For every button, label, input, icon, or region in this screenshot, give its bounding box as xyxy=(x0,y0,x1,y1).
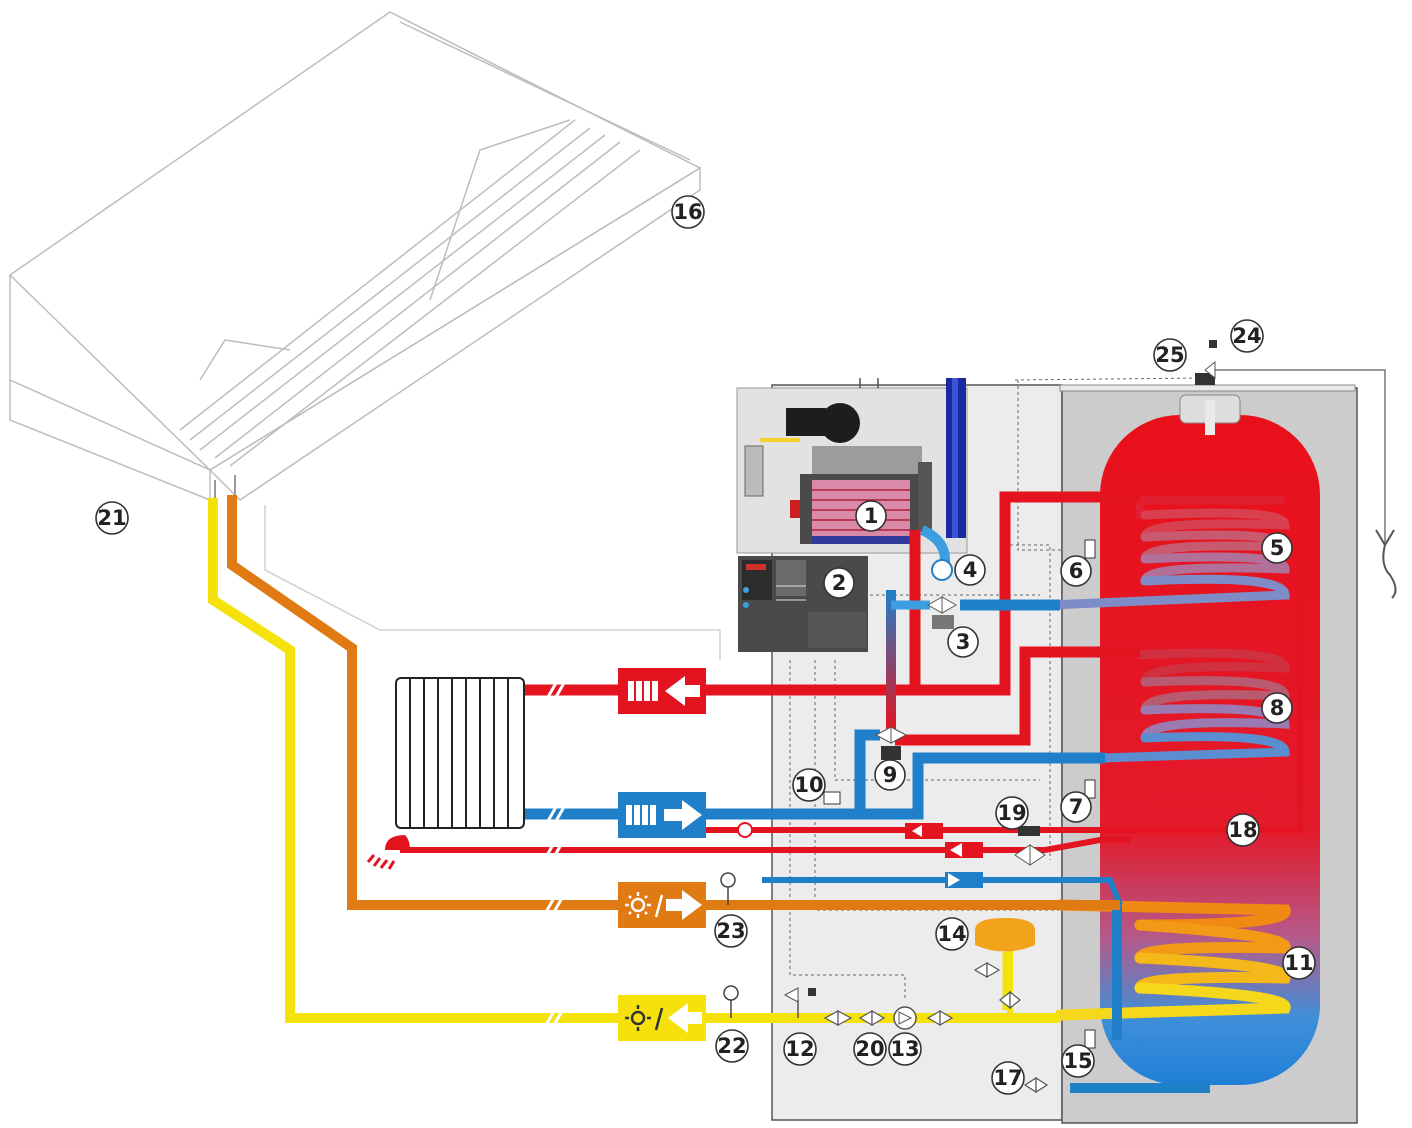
svg-text:25: 25 xyxy=(1155,343,1184,367)
callout-9: 9 xyxy=(874,759,906,791)
shower-icon xyxy=(366,835,410,870)
coil-11 xyxy=(1054,899,1291,1021)
callout-10: 10 xyxy=(792,768,826,802)
svg-text:16: 16 xyxy=(673,200,702,224)
callout-18: 18 xyxy=(1226,813,1260,847)
svg-text:3: 3 xyxy=(956,630,971,654)
svg-text:23: 23 xyxy=(716,919,745,943)
svg-text:1: 1 xyxy=(864,504,879,528)
dhw-small-signs xyxy=(737,822,983,888)
callout-19: 19 xyxy=(995,796,1029,830)
svg-text:10: 10 xyxy=(794,773,823,797)
pipe-break-marks xyxy=(544,682,566,1026)
svg-text:11: 11 xyxy=(1284,951,1313,975)
callout-15: 15 xyxy=(1061,1044,1095,1078)
radiator-left-arrow-icon xyxy=(618,668,706,714)
callout-21: 21 xyxy=(95,501,129,535)
callout-25: 25 xyxy=(1153,338,1187,372)
svg-text:4: 4 xyxy=(963,558,978,582)
svg-text:14: 14 xyxy=(937,922,966,946)
callout-2: 2 xyxy=(823,567,855,599)
callout-13: 13 xyxy=(888,1032,922,1066)
svg-text:19: 19 xyxy=(997,801,1026,825)
callout-24: 24 xyxy=(1230,319,1264,353)
radiator-right-arrow-icon xyxy=(618,792,706,838)
svg-text:17: 17 xyxy=(993,1066,1022,1090)
svg-text:20: 20 xyxy=(855,1037,884,1061)
callout-3: 3 xyxy=(947,626,979,658)
svg-text:2: 2 xyxy=(832,571,847,595)
svg-text:8: 8 xyxy=(1270,696,1285,720)
svg-text:9: 9 xyxy=(883,763,898,787)
callout-23: 23 xyxy=(714,914,748,948)
svg-text:5: 5 xyxy=(1270,536,1285,560)
svg-text:12: 12 xyxy=(785,1037,814,1061)
callout-22: 22 xyxy=(715,1029,749,1063)
svg-text:21: 21 xyxy=(97,506,126,530)
callout-17: 17 xyxy=(991,1061,1025,1095)
svg-text:24: 24 xyxy=(1232,324,1261,348)
sun-left-arrow-icon xyxy=(618,995,706,1041)
components xyxy=(720,340,1217,1094)
svg-text:18: 18 xyxy=(1228,818,1257,842)
svg-text:6: 6 xyxy=(1069,559,1084,583)
callout-20: 20 xyxy=(853,1032,887,1066)
sun-right-arrow-icon xyxy=(618,882,706,928)
radiator xyxy=(395,677,525,829)
callout-11: 11 xyxy=(1282,946,1316,980)
svg-text:15: 15 xyxy=(1063,1049,1092,1073)
solar-collector xyxy=(8,11,721,660)
callout-8: 8 xyxy=(1261,692,1293,724)
svg-text:7: 7 xyxy=(1069,795,1084,819)
callout-6: 6 xyxy=(1060,555,1092,587)
callout-5: 5 xyxy=(1261,532,1293,564)
callout-1: 1 xyxy=(855,500,887,532)
callout-16: 16 xyxy=(671,195,705,229)
pipes xyxy=(208,480,1303,1023)
callout-12: 12 xyxy=(783,1032,817,1066)
callout-4: 4 xyxy=(954,554,986,586)
svg-text:13: 13 xyxy=(890,1037,919,1061)
svg-text:22: 22 xyxy=(717,1034,746,1058)
callout-7: 7 xyxy=(1060,791,1092,823)
callout-14: 14 xyxy=(935,917,969,951)
